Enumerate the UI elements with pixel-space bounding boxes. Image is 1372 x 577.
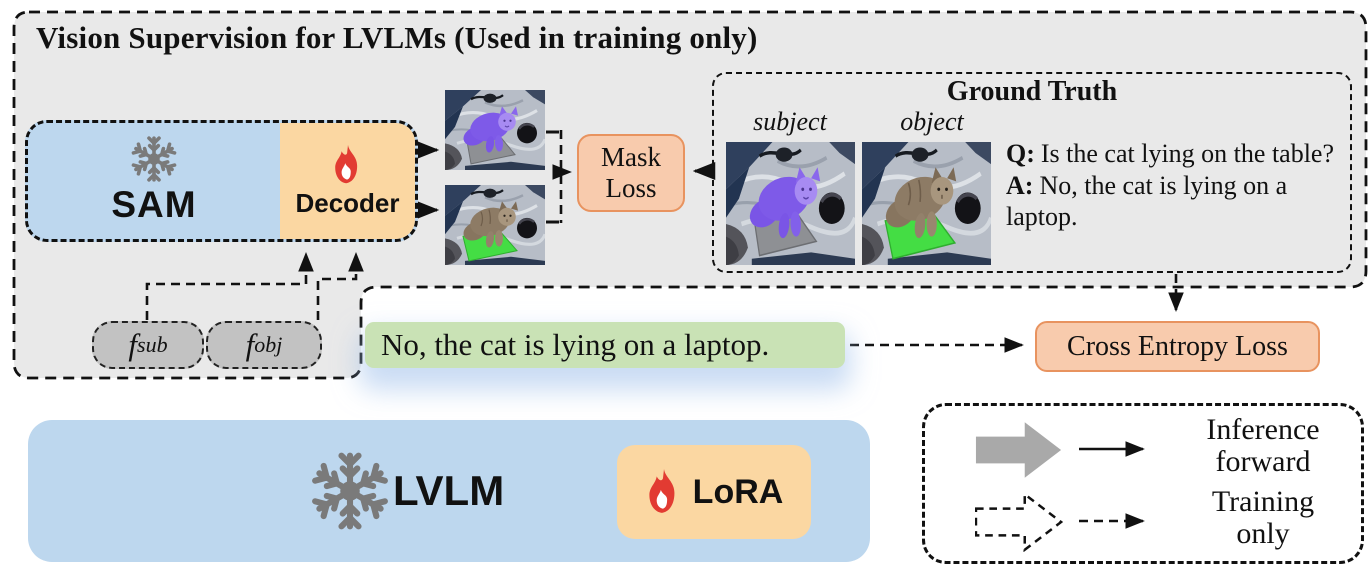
- fobj-base: f: [245, 327, 255, 362]
- sam-module: SAM: [28, 123, 280, 239]
- ground-truth-panel: Ground Truth subject object Q:Is the cat…: [712, 72, 1352, 273]
- lvlm-output-text: No, the cat is lying on a laptop.: [381, 327, 770, 362]
- ground-truth-title: Ground Truth: [946, 76, 1118, 107]
- dashed-block-arrow-icon: [975, 493, 1063, 551]
- solid-block-arrow-icon: [975, 422, 1062, 478]
- lora-label: LoRA: [692, 472, 784, 511]
- legend: Inference forward Training only: [922, 403, 1364, 564]
- fire-icon: [649, 469, 675, 513]
- predicted-subject-mask-image: [445, 90, 545, 170]
- fire-icon: [334, 144, 357, 183]
- ground-truth-subject-image: [726, 142, 855, 265]
- question-line: Q:Is the cat lying on the table?: [1006, 138, 1356, 170]
- decoder-module: Decoder: [280, 123, 415, 239]
- legend-training-label: Training only: [1173, 486, 1353, 550]
- mask-loss-box: Mask Loss: [577, 134, 685, 212]
- cross-entropy-loss-label: Cross Entropy Loss: [1067, 331, 1288, 362]
- qa-text: Q:Is the cat lying on the table? A:No, t…: [1006, 138, 1356, 233]
- sam-label: SAM: [111, 184, 197, 225]
- decoder-label: Decoder: [295, 187, 400, 218]
- object-label: object: [900, 107, 964, 136]
- legend-inference-label: Inference forward: [1173, 414, 1353, 478]
- ground-truth-object-image: [862, 142, 991, 265]
- legend-training-line1: Training: [1211, 485, 1315, 518]
- question-prefix: Q:: [1006, 139, 1035, 168]
- question-text: Is the cat lying on the table?: [1040, 139, 1335, 168]
- snowflake-icon: [311, 452, 389, 530]
- legend-inference-line2: forward: [1215, 445, 1311, 478]
- lvlm-label: LVLM: [393, 467, 505, 514]
- answer-prefix: A:: [1006, 170, 1034, 200]
- legend-training-line2: only: [1236, 517, 1290, 550]
- cross-entropy-loss-box: Cross Entropy Loss: [1035, 321, 1320, 372]
- sam-decoder-module: SAM Decoder: [25, 120, 418, 242]
- inference-arrow-icon: [1079, 441, 1145, 457]
- lvlm-output-answer: No, the cat is lying on a laptop.: [365, 322, 845, 368]
- snowflake-icon: [131, 136, 177, 182]
- diagram-title: Vision Supervision for LVLMs (Used in tr…: [36, 20, 758, 55]
- lvlm-inner: LVLM: [311, 450, 504, 532]
- answer-text: No, the cat is lying on a laptop.: [1006, 170, 1288, 232]
- legend-inference-line1: Inference: [1206, 413, 1320, 446]
- arrow-fsub-to-decoder: [145, 252, 314, 320]
- answer-line: A:No, the cat is lying on a laptop.: [1006, 170, 1356, 233]
- mask-loss-line2: Loss: [605, 173, 657, 203]
- predicted-object-mask-image: [445, 185, 545, 265]
- training-arrow-icon: [1079, 513, 1145, 529]
- fsub-base: f: [128, 327, 138, 362]
- subject-label: subject: [753, 107, 827, 136]
- mask-loss-line1: Mask: [601, 142, 661, 172]
- arrow-fobj-to-decoder: [316, 252, 364, 320]
- lora-module: LoRA: [617, 445, 811, 539]
